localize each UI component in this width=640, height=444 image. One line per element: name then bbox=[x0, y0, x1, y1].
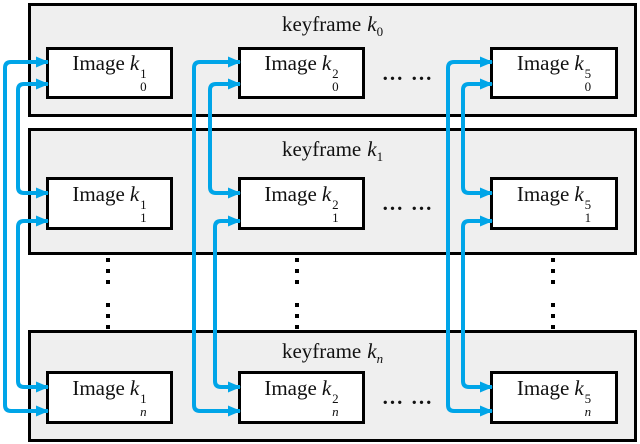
keyframe-word: keyframe bbox=[281, 339, 362, 363]
vertical-ellipsis-col3 bbox=[551, 258, 555, 329]
keyframe-sub: 0 bbox=[376, 24, 384, 39]
horizontal-ellipsis-k1: ... ... bbox=[382, 191, 434, 215]
vertical-ellipsis-col1 bbox=[106, 258, 110, 329]
horizontal-ellipsis-k0: ... ... bbox=[382, 61, 434, 85]
horizontal-ellipsis-kn: ... ... bbox=[382, 385, 434, 409]
keyframe-var: k bbox=[367, 339, 377, 363]
keyframe-var: k bbox=[367, 137, 377, 161]
keyframe-word: keyframe bbox=[281, 12, 362, 36]
keyframe-word: keyframe bbox=[281, 137, 362, 161]
keyframe-sub: n bbox=[376, 351, 384, 366]
vertical-ellipsis-col2 bbox=[295, 258, 299, 329]
keyframe-sub: 1 bbox=[376, 149, 384, 164]
keyframe-var: k bbox=[367, 12, 377, 36]
